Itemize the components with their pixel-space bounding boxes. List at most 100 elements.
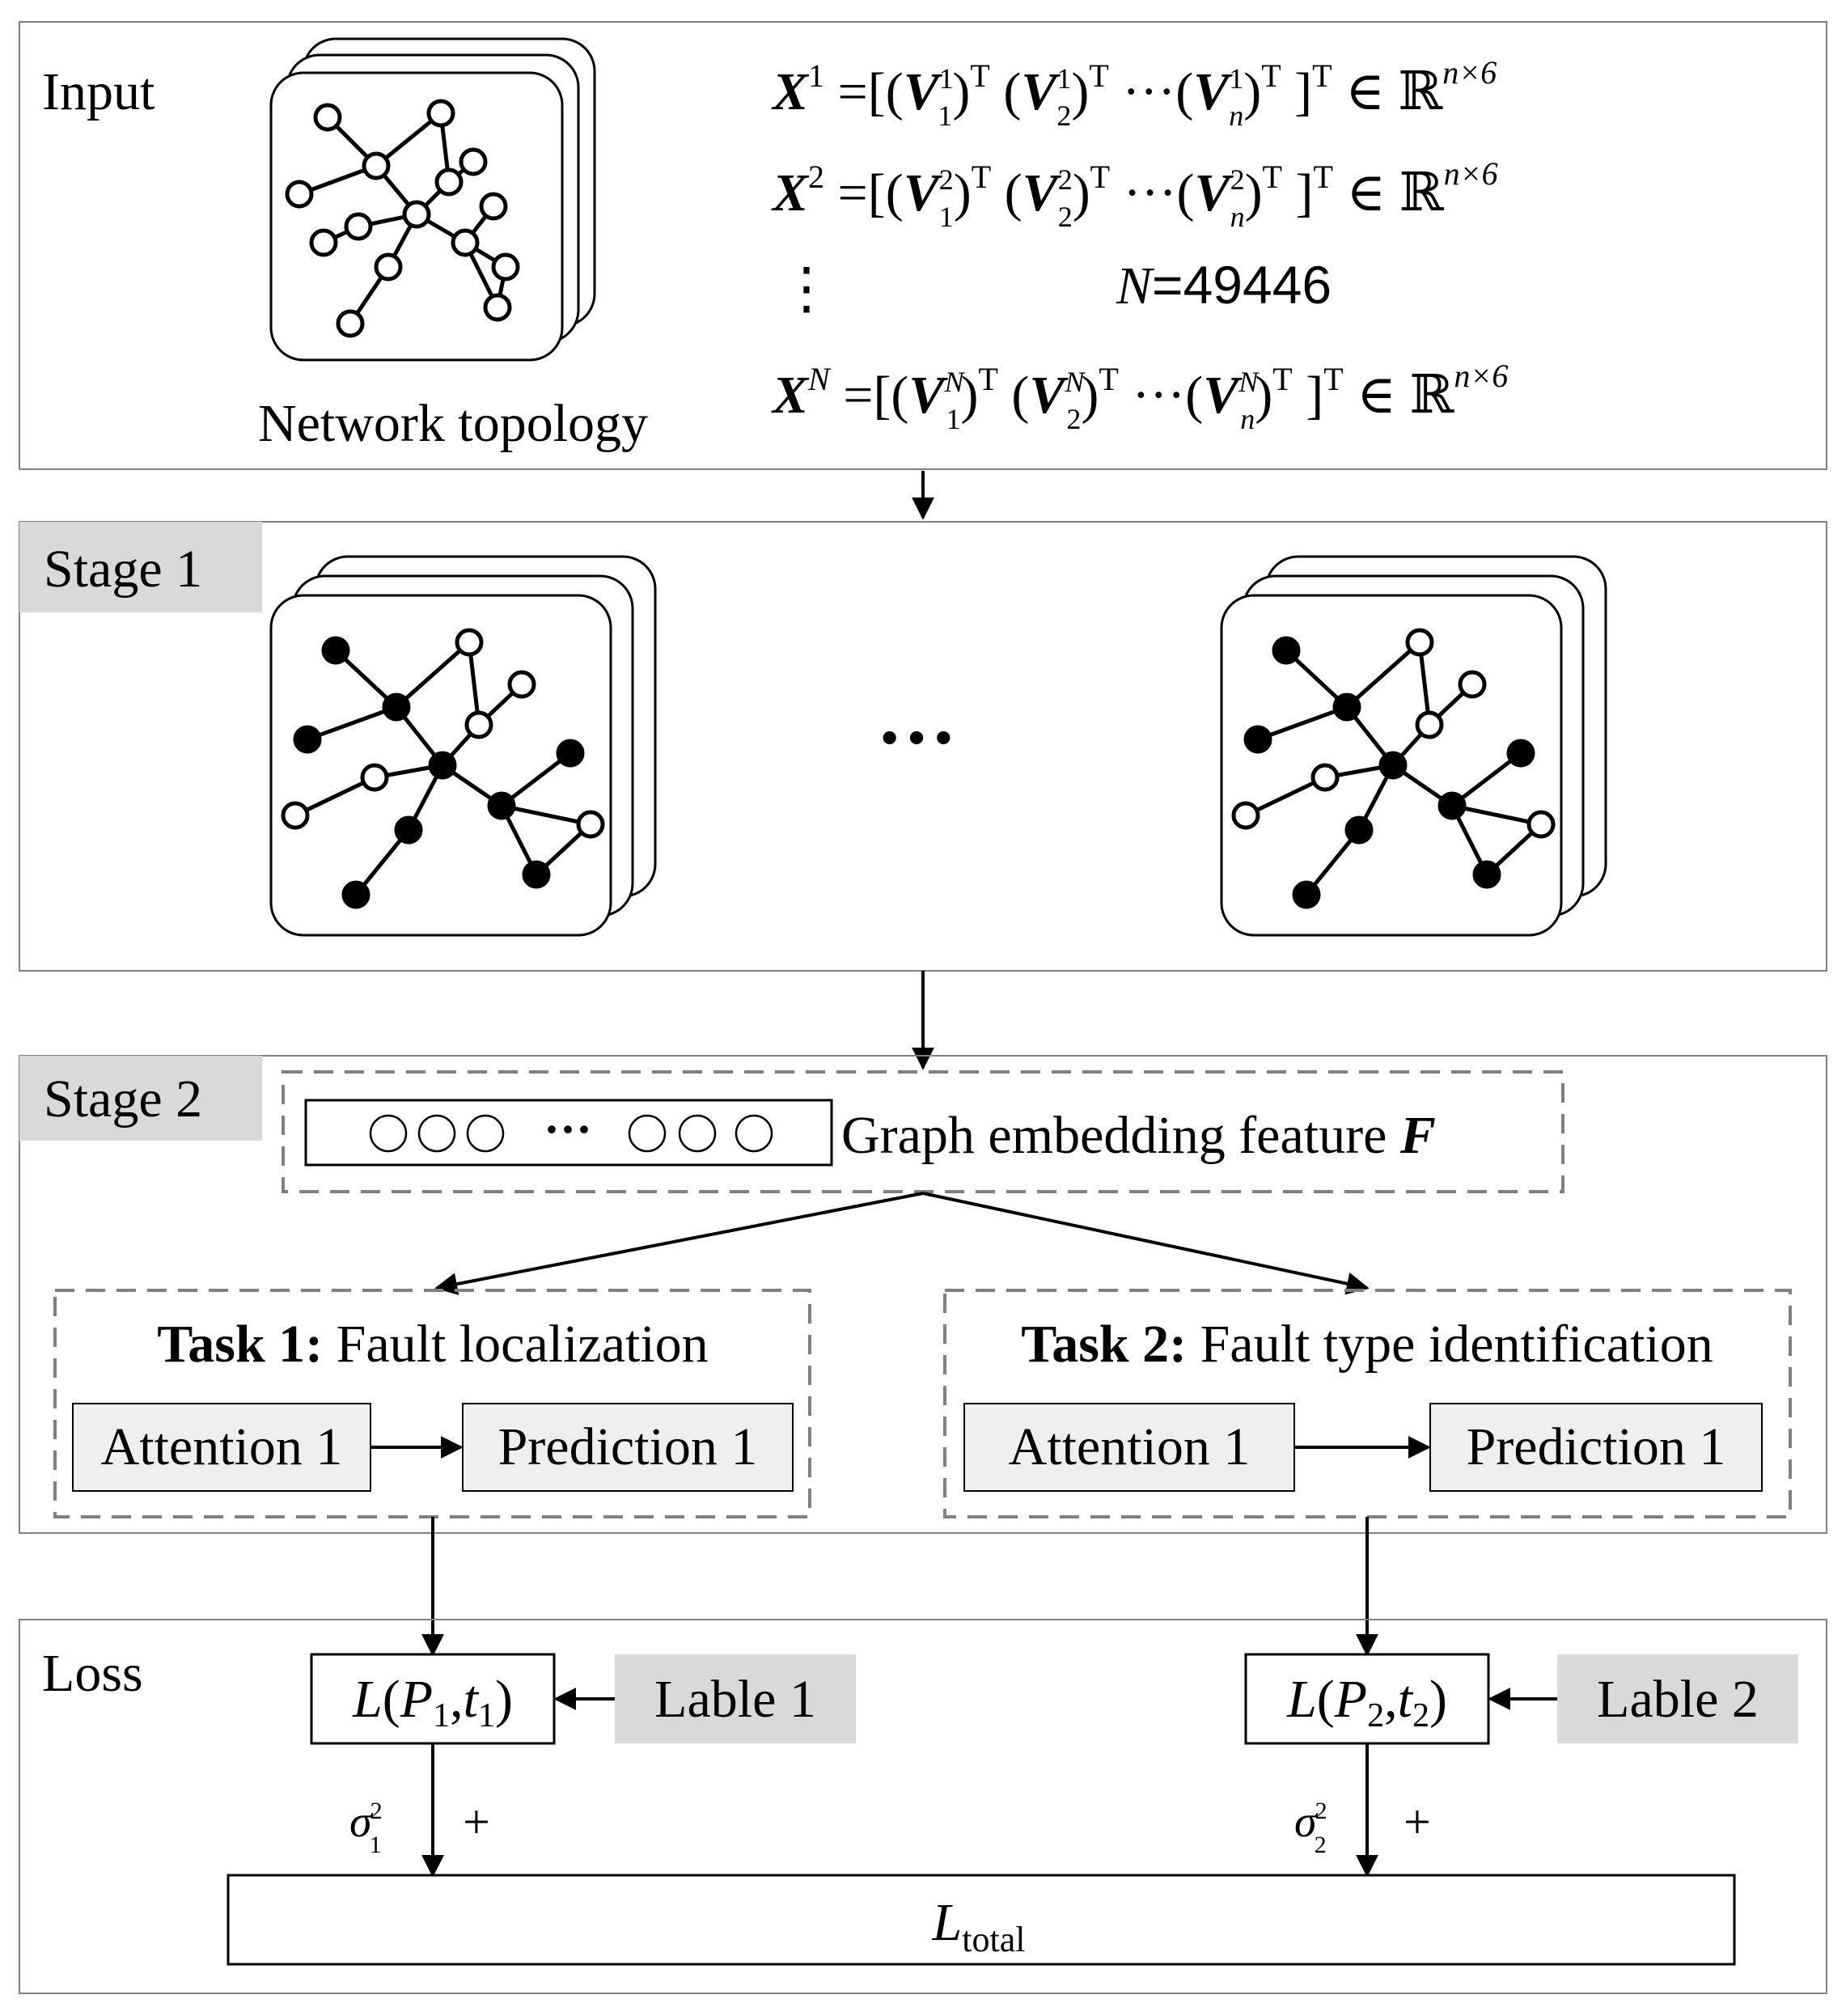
graph-node <box>1332 692 1361 722</box>
label2-text: Lable 2 <box>1597 1670 1759 1729</box>
plus1-label: + <box>463 1795 490 1849</box>
eq1-dims: n×6 <box>1442 54 1497 91</box>
graph-node <box>451 228 480 257</box>
stage1-ellipsis: ··· <box>876 692 957 782</box>
graph-node <box>1231 801 1260 830</box>
graph-node <box>341 880 370 909</box>
loss1-formula: L(P1,t1) <box>352 1670 513 1734</box>
graph-node <box>455 628 484 657</box>
graph-node <box>464 710 493 739</box>
task1-prediction-box <box>462 1403 794 1492</box>
sample-count-value: =49446 <box>1152 255 1332 315</box>
graph-edge <box>395 641 471 709</box>
graph-node <box>1344 815 1374 845</box>
graph-edge <box>1451 803 1542 827</box>
graph-node <box>374 252 403 282</box>
graph-node <box>394 815 423 845</box>
stage1-right-card-stack <box>1220 555 1607 937</box>
eq2-vn-sup: 2 <box>1230 163 1245 196</box>
label1-text: Lable 1 <box>654 1670 816 1729</box>
svg-text:X2 =[(V21)T (V22)T ···(V2n)T ]: X2 =[(V21)T (V22)T ···(V2n)T ]T ∈ ℝn×6 <box>771 155 1498 233</box>
total-loss-label: Ltotal <box>932 1893 1026 1959</box>
graph-node <box>576 810 605 839</box>
graph-node <box>281 801 310 830</box>
task2-attention-box <box>963 1403 1295 1492</box>
graph-node <box>428 751 457 780</box>
graph-node <box>1415 710 1444 739</box>
eq1-v2-sup: 1 <box>1056 62 1071 95</box>
graph-node <box>434 167 464 197</box>
graph-node <box>362 151 391 180</box>
eq2-v2-sup: 2 <box>1058 163 1073 196</box>
eq2-dims: n×6 <box>1444 155 1498 192</box>
eq1-base: X <box>771 62 810 121</box>
graph-node <box>479 192 508 221</box>
embedding-cells-right <box>628 1114 773 1153</box>
stage2-label: Stage 2 <box>44 1069 202 1129</box>
task1-attention-box <box>72 1403 371 1492</box>
task1-title: Task 1: Fault localization <box>157 1315 708 1374</box>
stage1-left-card-stack <box>269 555 657 937</box>
graph-node <box>321 636 350 665</box>
arrow-embedding-to-task2 <box>922 1192 1370 1295</box>
eq2-v1-sup: 2 <box>939 163 954 196</box>
eqn-sup: N <box>807 361 832 397</box>
graph-node <box>1272 636 1301 665</box>
equation-vdots: ⋮ <box>778 258 835 320</box>
topology-caption: Network topology <box>258 394 648 453</box>
eq1-sup: 1 <box>808 57 824 94</box>
stage1-label: Stage 1 <box>44 540 202 599</box>
loss-label: Loss <box>42 1644 143 1703</box>
total-loss-box <box>227 1874 1736 1966</box>
topology-card-stack <box>269 37 596 362</box>
graph-edge <box>307 705 397 742</box>
graph-node <box>1526 810 1556 839</box>
label1-box <box>615 1654 856 1743</box>
stage1-graph-right <box>1231 628 1556 909</box>
task2-title: Task 2: Fault type identification <box>1021 1315 1713 1374</box>
svg-text:XN =[(VN1)T (VN2)T ···(VNn)T ]: XN =[(VN1)T (VN2)T ···(VNn)T ]T ∈ ℝn×6 <box>771 358 1508 435</box>
graph-node <box>402 200 431 229</box>
label2-box <box>1557 1654 1798 1743</box>
graph-node <box>1292 880 1321 909</box>
embedding-group-box <box>282 1070 1564 1193</box>
graph-node <box>1405 628 1434 657</box>
task2-attention-label: Attention 1 <box>1009 1417 1251 1476</box>
stage1-graph-left <box>281 628 605 909</box>
stage2-panel: Stage 2 ··· Graph embedding feature F Ta… <box>19 1055 1827 1534</box>
graph-node <box>483 293 512 322</box>
eq1-v1-sup: 1 <box>939 62 953 95</box>
task2-group: Task 2: Fault type identification Attent… <box>943 1289 1792 1518</box>
task2-prediction-box <box>1429 1403 1763 1492</box>
graph-node <box>1458 670 1487 699</box>
arrow-embedding-to-task1 <box>434 1192 924 1295</box>
svg-text:X1 =[(V11)T (V12)T ···(V1n)T ]: X1 =[(V11)T (V12)T ···(V1n)T ]T ∈ ℝn×6 <box>771 54 1497 132</box>
graph-node <box>507 670 536 699</box>
graph-node <box>1378 751 1408 780</box>
graph-node <box>285 180 314 209</box>
graph-node <box>459 147 488 176</box>
task1-prediction-label: Prediction 1 <box>498 1417 758 1476</box>
eq1-vn-sup: 1 <box>1229 62 1243 95</box>
graph-node <box>1506 739 1535 768</box>
loss2-formula: L(P2,t2) <box>1286 1670 1447 1734</box>
task1-attention-label: Attention 1 <box>101 1417 343 1476</box>
embedding-caption: Graph embedding feature F <box>841 1106 1436 1165</box>
sample-count-var: N <box>1116 256 1155 316</box>
graph-node <box>336 309 365 338</box>
graph-edge <box>294 775 376 818</box>
graph-edge <box>1450 752 1522 807</box>
network-topology-graph <box>285 99 520 338</box>
graph-node <box>382 692 411 722</box>
graph-edge <box>1257 705 1348 742</box>
graph-node <box>1472 860 1501 889</box>
graph-edge <box>1244 775 1327 818</box>
sample-count: N=49446 <box>1116 255 1332 316</box>
graph-node <box>1437 791 1467 820</box>
loss-panel: Loss L(P1,t1) Lable 1 L(P2,t2) Lable 2 σ… <box>19 1619 1827 1994</box>
